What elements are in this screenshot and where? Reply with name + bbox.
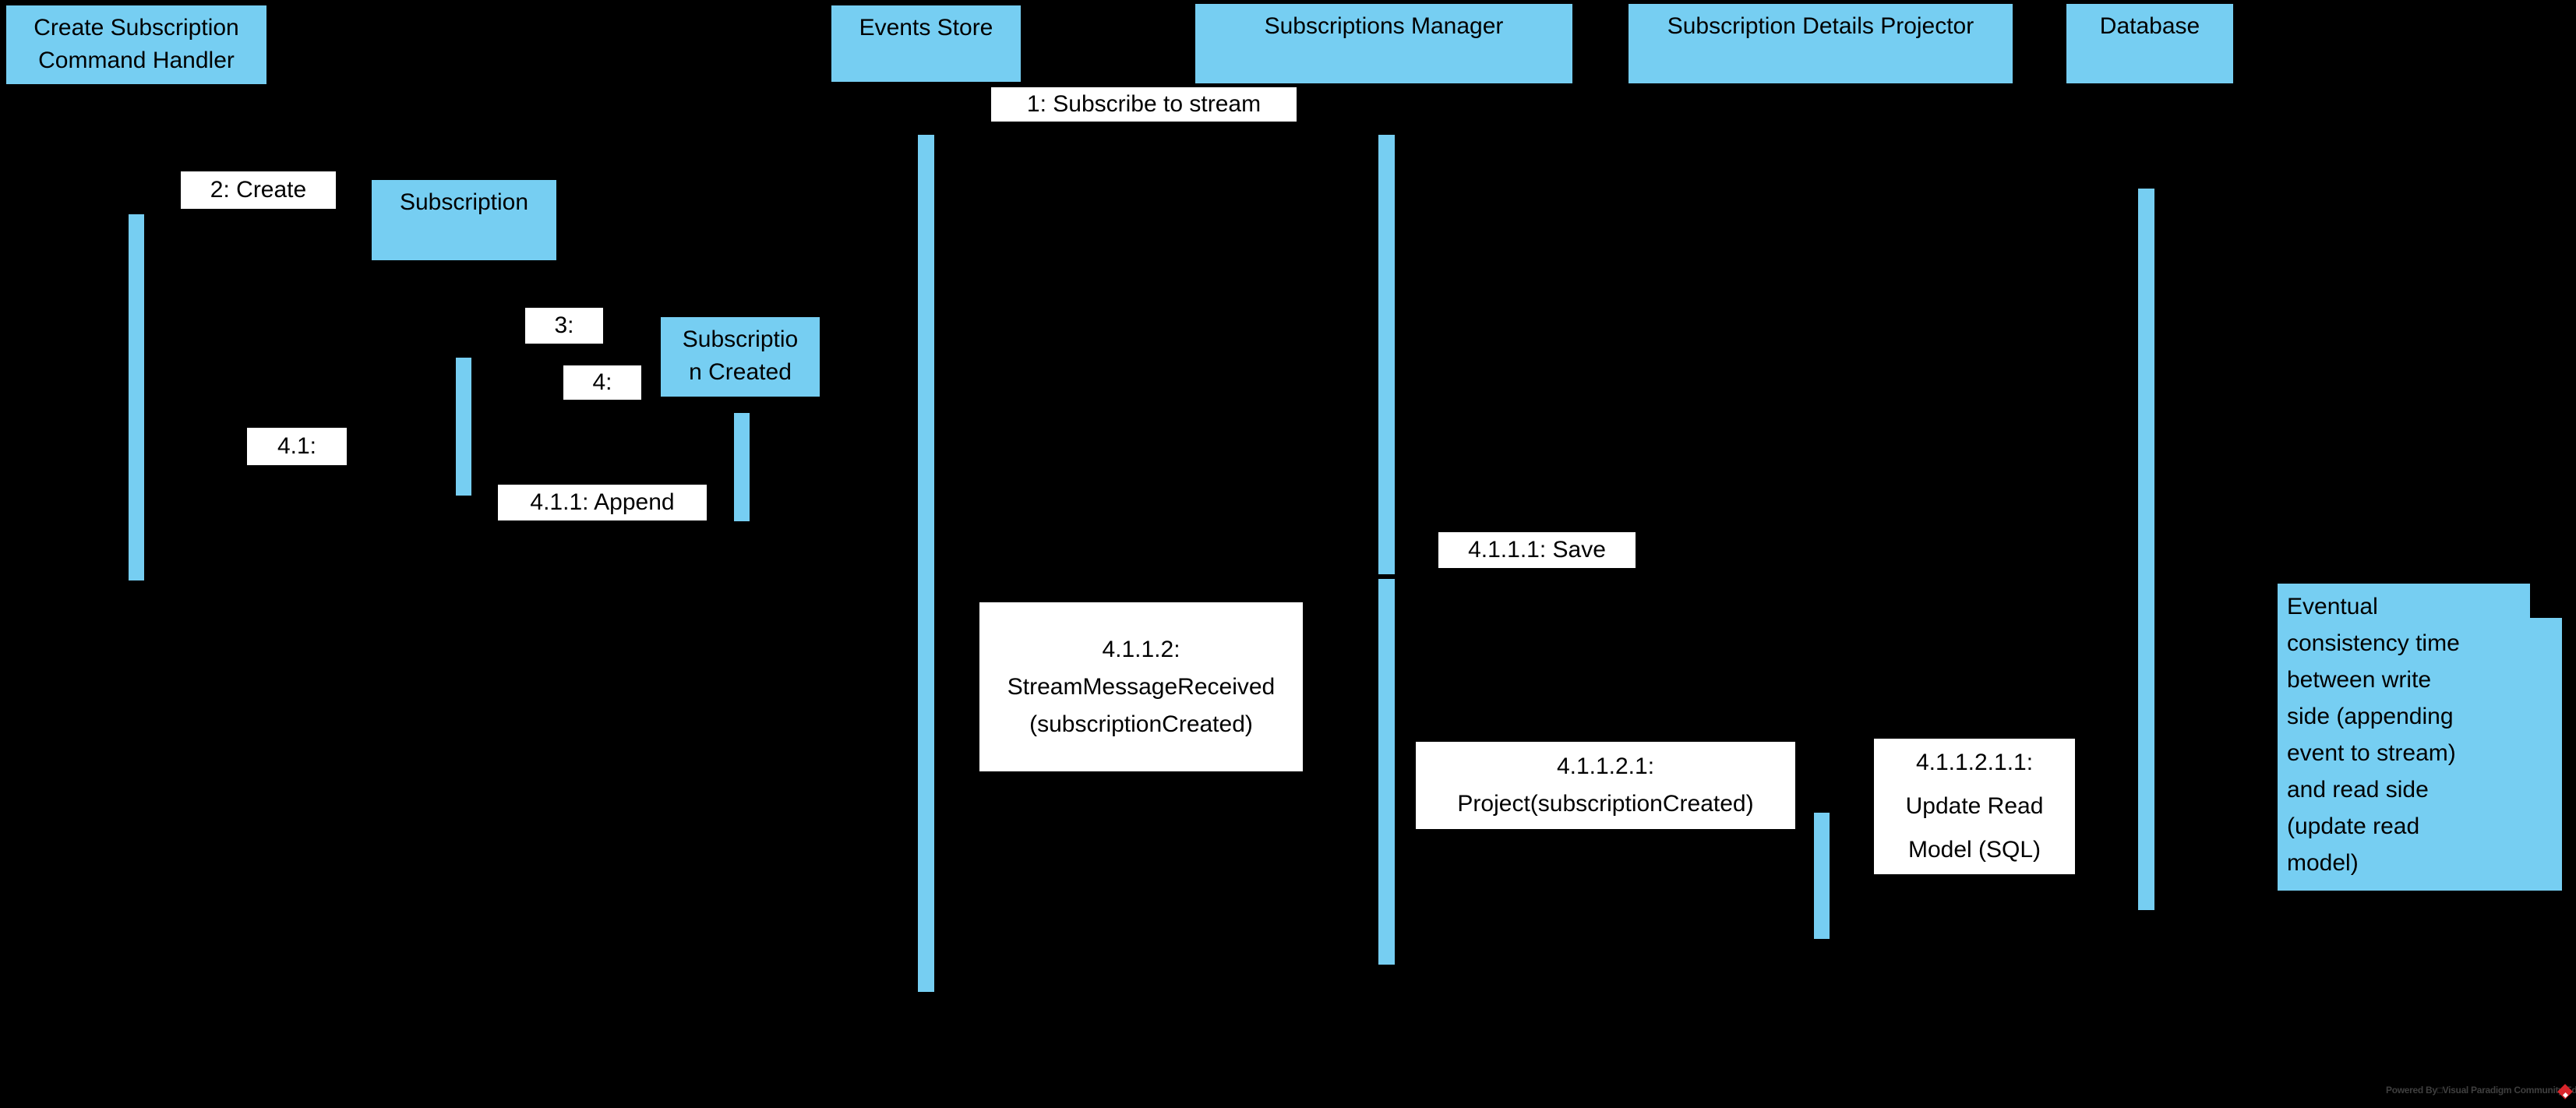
message-label: 4.1.1.1: Save <box>1468 537 1606 563</box>
object-label: Subscription <box>399 189 529 215</box>
message-label: StreamMessageReceived <box>1007 673 1276 700</box>
message-2-create: 2: Create <box>181 171 336 209</box>
note-line: event to stream) <box>2287 740 2456 766</box>
activation-bar-subscription <box>456 358 471 496</box>
message-label: Model (SQL) <box>1907 837 2041 863</box>
activation-bar-details-projector <box>1814 813 1830 939</box>
message-4-1-1-append: 4.1.1: Append <box>498 485 707 520</box>
note-line: Eventual <box>2287 594 2378 619</box>
message-label: 4.1.1.2.1.1: <box>1915 750 2034 775</box>
message-label: 4.1.1.2.1: <box>1556 753 1655 779</box>
message-4-1-1-2-1-1-update-read-model: 4.1.1.2.1.1: Update Read Model (SQL) <box>1874 739 2075 874</box>
message-label: 4: <box>592 369 612 395</box>
object-label: n Created <box>689 359 792 385</box>
message-label: (subscriptionCreated) <box>1029 711 1253 737</box>
activation-bar-database <box>2138 189 2154 910</box>
note-line: (update read <box>2287 813 2420 839</box>
message-4: 4: <box>563 365 641 400</box>
message-4-1-1-2-1-project: 4.1.1.2.1: Project(subscriptionCreated) <box>1416 742 1795 829</box>
visual-paradigm-logo-icon <box>2557 1084 2573 1099</box>
object-label: Subscriptio <box>682 326 799 352</box>
participant-label: Create Subscription <box>34 15 239 41</box>
participant-events-store: Events Store <box>831 5 1021 82</box>
activation-bar-subscription-created <box>734 413 750 521</box>
message-label: Update Read <box>1905 793 2044 819</box>
note-line: model) <box>2287 850 2359 876</box>
message-label: Project(subscriptionCreated) <box>1457 791 1754 817</box>
activation-bar-events-store <box>918 135 934 992</box>
participant-database: Database <box>2066 4 2233 83</box>
message-label: 2: Create <box>210 177 307 203</box>
note-line: side (appending <box>2287 704 2454 729</box>
participant-subscription-details-projector: Subscription Details Projector <box>1629 4 2013 83</box>
message-4-1-1-1-save: 4.1.1.1: Save <box>1438 532 1636 568</box>
participant-subscriptions-manager: Subscriptions Manager <box>1195 4 1572 83</box>
message-4-1-1-2-stream-message-received: 4.1.1.2: StreamMessageReceived (subscrip… <box>979 602 1303 771</box>
message-label: 4.1.1: Append <box>530 489 675 515</box>
message-label: 4.1.1.2: <box>1102 636 1180 662</box>
object-subscription: Subscription <box>372 180 556 260</box>
note-eventual-consistency: Eventual consistency time between write … <box>2278 584 2562 891</box>
activation-bar-create-handler <box>129 214 144 580</box>
participant-label: Database <box>2099 13 2200 39</box>
note-line: consistency time <box>2287 630 2460 656</box>
watermark-text: Powered By□Visual Paradigm Community Edi… <box>2386 1085 2576 1096</box>
object-subscription-created: Subscriptio n Created <box>661 317 820 397</box>
message-4-1: 4.1: <box>247 428 347 465</box>
participant-label: Subscription Details Projector <box>1667 13 1974 39</box>
message-label: 1: Subscribe to stream <box>1026 91 1262 117</box>
participant-label: Command Handler <box>38 48 235 73</box>
note-line: and read side <box>2287 777 2429 803</box>
participant-label: Events Store <box>859 15 993 41</box>
message-label: 3: <box>554 312 574 338</box>
activation-bar-subscriptions-manager-2 <box>1378 579 1395 965</box>
activation-bar-subscriptions-manager-1 <box>1378 135 1395 574</box>
message-3: 3: <box>525 308 603 344</box>
participant-label: Subscriptions Manager <box>1264 13 1504 39</box>
participant-create-subscription-command-handler: Create Subscription Command Handler <box>6 5 266 84</box>
message-label: 4.1: <box>277 433 317 459</box>
message-1-subscribe-to-stream: 1: Subscribe to stream <box>991 87 1297 122</box>
note-line: between write <box>2287 667 2432 693</box>
